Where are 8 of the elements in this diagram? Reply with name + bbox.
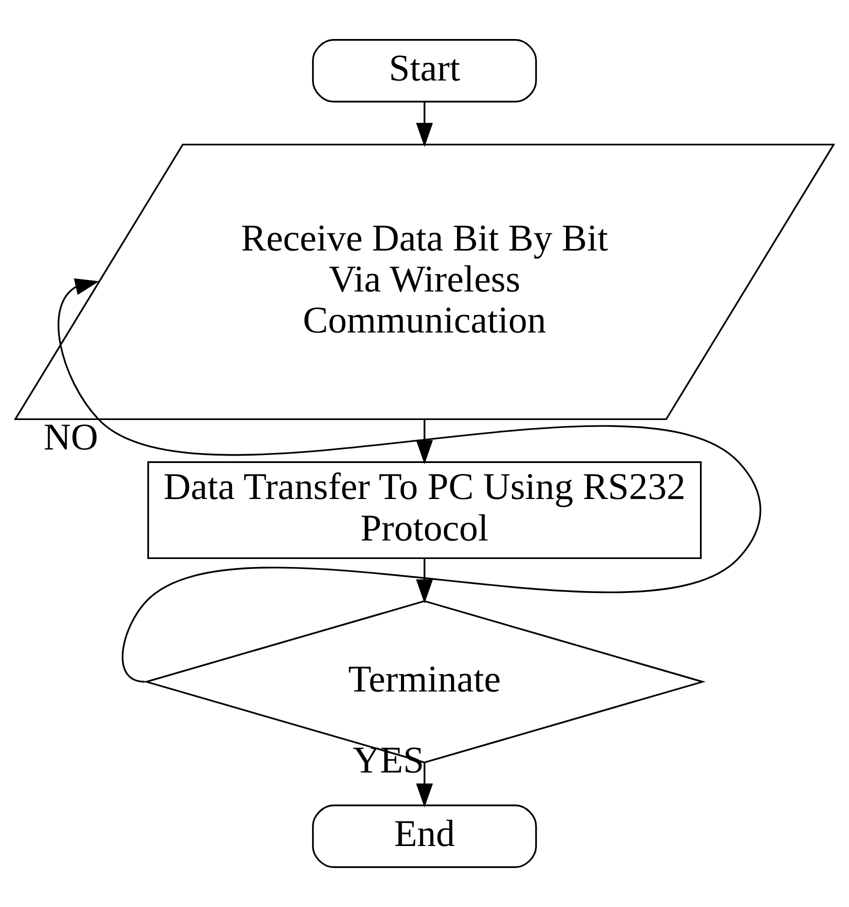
node-box: Data Transfer To PC Using RS232 Protocol	[147, 461, 702, 560]
arrow	[416, 420, 433, 464]
node-box: End	[312, 804, 537, 868]
arrow	[58, 278, 761, 683]
arrow	[416, 102, 433, 147]
node-box: Start	[312, 39, 537, 103]
arrow	[416, 762, 433, 808]
arrow	[416, 558, 433, 604]
